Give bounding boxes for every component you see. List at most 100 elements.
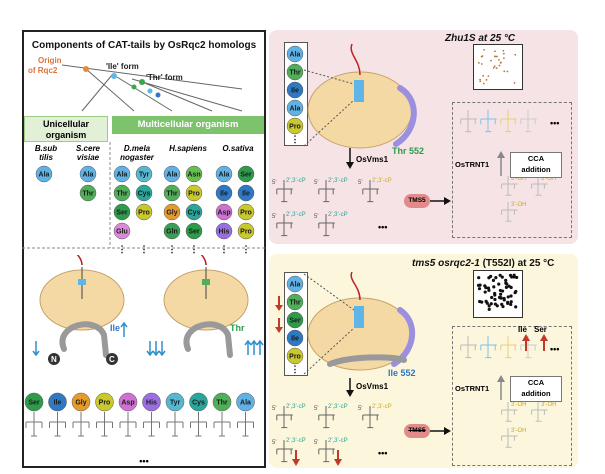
colony-dot [489, 274, 493, 278]
species-name: nogaster [120, 153, 154, 162]
colony-dot [479, 80, 482, 83]
svg-text:Thr: Thr [166, 191, 178, 198]
bottom-row-trna [213, 412, 231, 437]
svg-text:Cys: Cys [192, 400, 205, 407]
ellipsis: ••• [378, 222, 387, 232]
species-amino-acid: Ser [113, 203, 131, 221]
colony-dot [477, 276, 481, 280]
bottom-plate-dots [476, 273, 519, 311]
column-amino-acid: Pro [286, 347, 304, 365]
bottom-row-trna [72, 412, 90, 437]
species-amino-acid: Ile [215, 184, 233, 202]
colony-dot [478, 61, 480, 64]
bottom-row-amino-acid: Asp [118, 392, 138, 412]
svg-text:Pro: Pro [240, 229, 252, 236]
cca-trna [460, 336, 477, 359]
colony-dot [494, 55, 497, 58]
svg-text:Ile: Ile [220, 191, 228, 198]
cca-trna [460, 110, 477, 133]
top-cca-box [452, 102, 572, 238]
species-name: O.sativa [222, 144, 254, 153]
product-trna [318, 440, 335, 463]
species-amino-acid: Gly [163, 203, 181, 221]
bottom-ser-label: Ser [534, 325, 547, 334]
bottom-column-arrows [275, 296, 283, 333]
colony-dot [502, 296, 506, 301]
thr552-label: Thr 552 [392, 146, 424, 156]
bottom-vms1-arrow [346, 378, 354, 397]
colony-dot [509, 285, 513, 290]
thr-form-label: 'Thr' form [146, 73, 183, 82]
svg-text:Ser: Ser [116, 210, 128, 217]
svg-text:Ser: Ser [240, 172, 252, 179]
bottom-row-amino-acid: Ser [24, 392, 44, 412]
colony-dot [491, 278, 496, 282]
colony-dot [500, 61, 503, 64]
svg-text:Asp: Asp [121, 400, 134, 407]
species-amino-acid: Tyr [135, 165, 153, 183]
colony-dot [509, 294, 513, 298]
colony-dot [497, 295, 502, 300]
colony-dot [483, 48, 485, 51]
product-trna [276, 214, 293, 237]
svg-text:Gln: Gln [166, 229, 178, 236]
oh-end-label: 3'-OH [511, 176, 526, 182]
svg-text:Gly: Gly [166, 210, 177, 217]
five-prime-label: 5' [314, 214, 318, 220]
bottom-cca-box [452, 326, 572, 466]
product-trna [362, 180, 379, 203]
cp-end-label: 2',3'-cP [286, 404, 306, 410]
origin-label-2: of Rqc2 [28, 66, 58, 75]
five-prime-label: 5' [358, 406, 362, 412]
colony-dot [497, 282, 501, 286]
phylogeny-tree [61, 64, 243, 112]
cca-trna [480, 336, 497, 359]
colony-dot [498, 288, 502, 293]
ellipsis: ⋮ [118, 244, 127, 254]
colony-dot [481, 55, 484, 57]
oh-end-label: 3'-OH [511, 402, 526, 408]
svg-text:Thr: Thr [289, 300, 301, 307]
cca-trna [501, 176, 518, 196]
svg-text:Pro: Pro [289, 354, 301, 361]
product-trna [276, 440, 293, 463]
ile552-label: Ile 552 [388, 368, 416, 378]
cca-trna [500, 110, 517, 133]
svg-text:Ser: Ser [289, 318, 301, 325]
svg-text:Asp: Asp [217, 210, 230, 217]
colony-dot [506, 301, 510, 305]
cca-trna [500, 336, 517, 359]
bottom-tms5: TMS5 [404, 424, 430, 438]
colony-dot [493, 291, 497, 296]
down-arrows-icon [146, 341, 166, 357]
ellipsis: ••• [550, 344, 559, 354]
colony-dot [493, 297, 497, 302]
bottom-row-trna [119, 412, 137, 437]
svg-text:Tyr: Tyr [139, 172, 150, 179]
bottom-row-trna [143, 412, 160, 437]
cat-tail [393, 85, 417, 147]
svg-text:Gly: Gly [75, 400, 86, 407]
svg-text:Thr: Thr [216, 400, 228, 407]
colony-dot [479, 78, 482, 81]
colony-dot [510, 275, 514, 279]
colony-dot [502, 52, 505, 55]
svg-text:Pro: Pro [138, 210, 150, 217]
column-amino-acid: Pro [286, 117, 304, 135]
multicellular-label: Multicellular organism [137, 119, 239, 130]
svg-text:Ser: Ser [188, 229, 200, 236]
oh-end-label: 3'-OH [541, 402, 556, 408]
bottom-row-amino-acid: His [142, 392, 161, 412]
colony-dot [487, 307, 491, 311]
svg-text:His: His [219, 229, 230, 236]
multicellular-header: Multicellular organism [112, 116, 264, 134]
cca-trna [531, 402, 548, 422]
species-dmel: D.mela nogaster [112, 144, 162, 162]
species-name: S.cere [75, 144, 101, 153]
column-amino-acid: Thr [286, 63, 304, 81]
five-prime-label: 5' [314, 180, 318, 186]
bottom-up-arrows [522, 334, 548, 351]
five-prime-label: 5' [272, 180, 276, 186]
svg-text:Glu: Glu [116, 229, 128, 236]
